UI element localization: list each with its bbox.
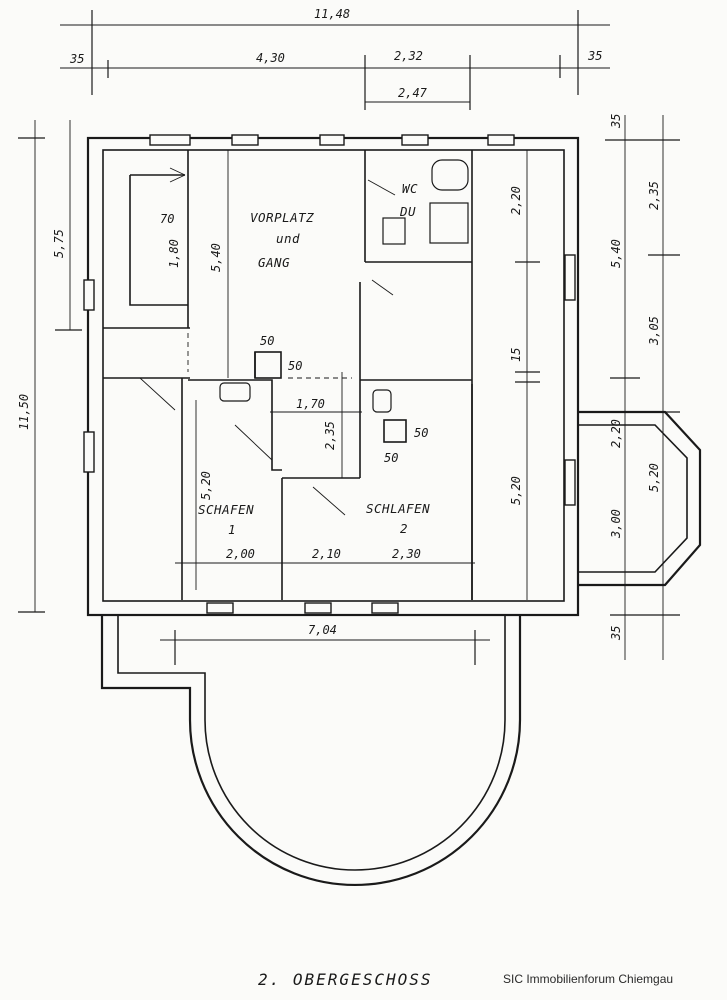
room-label-und: und <box>276 231 300 246</box>
room-label-schlafen-2: SCHLAFEN <box>366 501 430 516</box>
dim-right-sub-d: 3,00 <box>609 509 623 539</box>
dim-stair-width: 70 <box>160 212 174 226</box>
washbasin-room1-icon <box>219 382 251 402</box>
dim-shaft-a: 50 <box>414 426 428 440</box>
dim-chimney-b: 50 <box>288 359 302 373</box>
dim-top-right-margin: 35 <box>587 49 602 63</box>
windows <box>83 134 576 614</box>
outer-walls <box>86 136 580 617</box>
room-labels: VORPLATZ und GANG WC DU SCHAFEN 1 SCHLAF… <box>198 181 430 537</box>
dim-hall-width: 1,70 <box>296 397 325 411</box>
room-number-schlafen-1: 1 <box>228 522 236 537</box>
dim-right-room-mid: 15 <box>509 348 523 362</box>
dim-vorplatz-height: 5,40 <box>209 243 223 272</box>
dim-right-top-margin: 35 <box>609 114 623 129</box>
room-label-du: DU <box>399 204 416 219</box>
dim-stair-length: 1,80 <box>167 239 181 268</box>
room-label-gang: GANG <box>258 255 290 270</box>
dim-schlafen1-height: 5,20 <box>199 471 213 500</box>
dim-schlafen2-width-b: 2,30 <box>392 547 421 561</box>
dim-top-left-margin: 35 <box>69 52 84 66</box>
dim-right-upper-total: 5,40 <box>609 239 623 268</box>
dim-left-total: 11,50 <box>17 394 31 430</box>
dim-right-sub-c: 2,20 <box>609 419 623 448</box>
dim-top-segment-a: 4,30 <box>256 51 285 65</box>
shower-icon <box>429 202 469 244</box>
bay-window <box>578 410 702 587</box>
room-number-schlafen-2: 2 <box>400 521 408 536</box>
washbasin-room2-icon <box>372 389 392 413</box>
dim-chimney-a: 50 <box>260 334 274 348</box>
dim-top-segment-c: 2,47 <box>398 86 428 100</box>
dim-right-bottom-margin: 35 <box>609 626 623 641</box>
credit-text: SIC Immobilienforum Chiemgau <box>503 972 674 986</box>
room-label-wc: WC <box>402 181 418 196</box>
dim-right-room-height: 5,20 <box>509 476 523 505</box>
balcony <box>100 615 522 887</box>
dim-right-sub-b: 3,05 <box>647 316 661 346</box>
dim-balcony-width: 7,04 <box>308 623 337 637</box>
dim-bath-height: 2,20 <box>509 186 523 215</box>
dim-right-lower-total: 5,20 <box>647 463 661 492</box>
toilet-icon <box>431 159 469 191</box>
dim-top-total: 11,48 <box>314 7 350 21</box>
dim-left-upper: 5,75 <box>52 229 66 258</box>
dim-schlafen1-width: 2,00 <box>226 547 255 561</box>
room-label-vorplatz: VORPLATZ <box>250 210 314 225</box>
dimension-labels: 11,48 35 35 4,30 2,32 2,47 11,50 5,75 35… <box>17 7 661 641</box>
bathroom-fixtures <box>219 159 469 413</box>
room-label-schlafen-1: SCHAFEN <box>198 502 254 517</box>
dim-shaft-b: 50 <box>384 451 398 465</box>
washbasin-icon <box>382 217 406 245</box>
dim-right-sub-a: 2,35 <box>647 181 661 210</box>
dim-top-segment-b: 2,32 <box>394 49 423 63</box>
dim-hall-height: 2,35 <box>323 421 337 450</box>
floor-title: 2. OBERGESCHOSS <box>258 970 433 989</box>
dim-schlafen2-width-a: 2,10 <box>312 547 341 561</box>
dimension-lines <box>18 10 680 665</box>
